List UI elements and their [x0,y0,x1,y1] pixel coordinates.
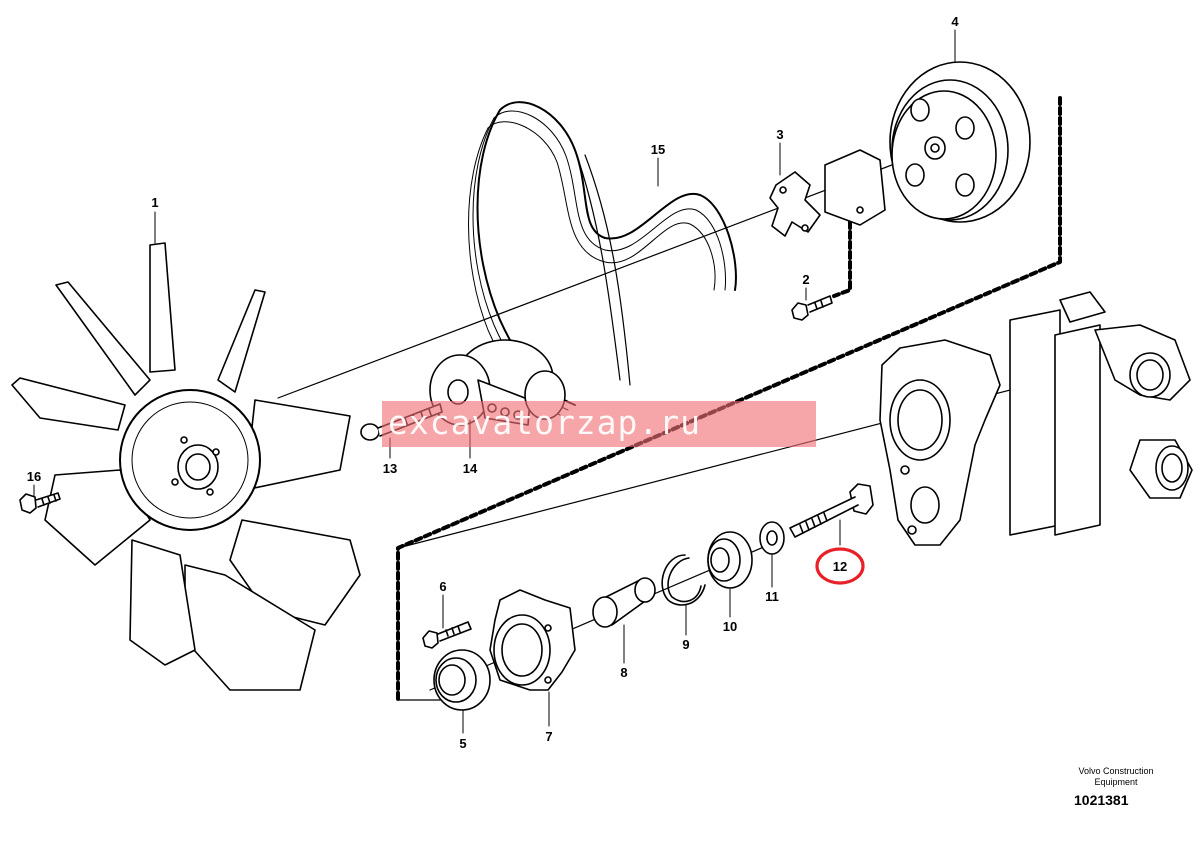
brand-line-1: Volvo Construction [1078,766,1154,776]
pump-housing [879,291,1193,546]
document-number: 1021381 [1074,792,1129,808]
watermark-text: excavatorzap.ru [388,403,702,442]
part-label-14: 14 [463,461,478,476]
washer-11 [759,521,785,555]
part-label-3: 3 [776,127,783,142]
part-label-2: 2 [802,272,809,287]
watermark-band [382,401,816,447]
hub [769,149,886,237]
part-label-15: 15 [651,142,665,157]
bolt-12 [789,483,874,538]
axis-line-upper [277,159,906,399]
snap-ring-9 [661,554,706,606]
bolt-2 [791,295,833,321]
spacer-8 [592,577,656,628]
part-label-5: 5 [459,736,466,751]
part-label-9: 9 [682,637,689,652]
bolt-6 [422,621,472,649]
brand-line-2: Equipment [1094,777,1138,787]
highlight-ring-12 [815,547,865,585]
part-label-1: 1 [151,195,158,210]
bolt-16 [19,492,61,514]
part-label-12: 12 [833,559,847,574]
brand-block: Volvo Construction Equipment [1068,766,1164,788]
part-label-4: 4 [951,14,959,29]
part-label-10: 10 [723,619,737,634]
part-label-8: 8 [620,665,627,680]
part-label-13: 13 [383,461,397,476]
bearing-5 [433,649,491,711]
bearing-housing-7 [489,589,576,691]
pulley [889,61,1031,223]
part-label-16: 16 [27,469,41,484]
bearing-10 [707,531,753,589]
part-label-11: 11 [765,589,779,604]
part-label-7: 7 [545,729,552,744]
fan [11,242,361,691]
part-label-6: 6 [439,579,446,594]
